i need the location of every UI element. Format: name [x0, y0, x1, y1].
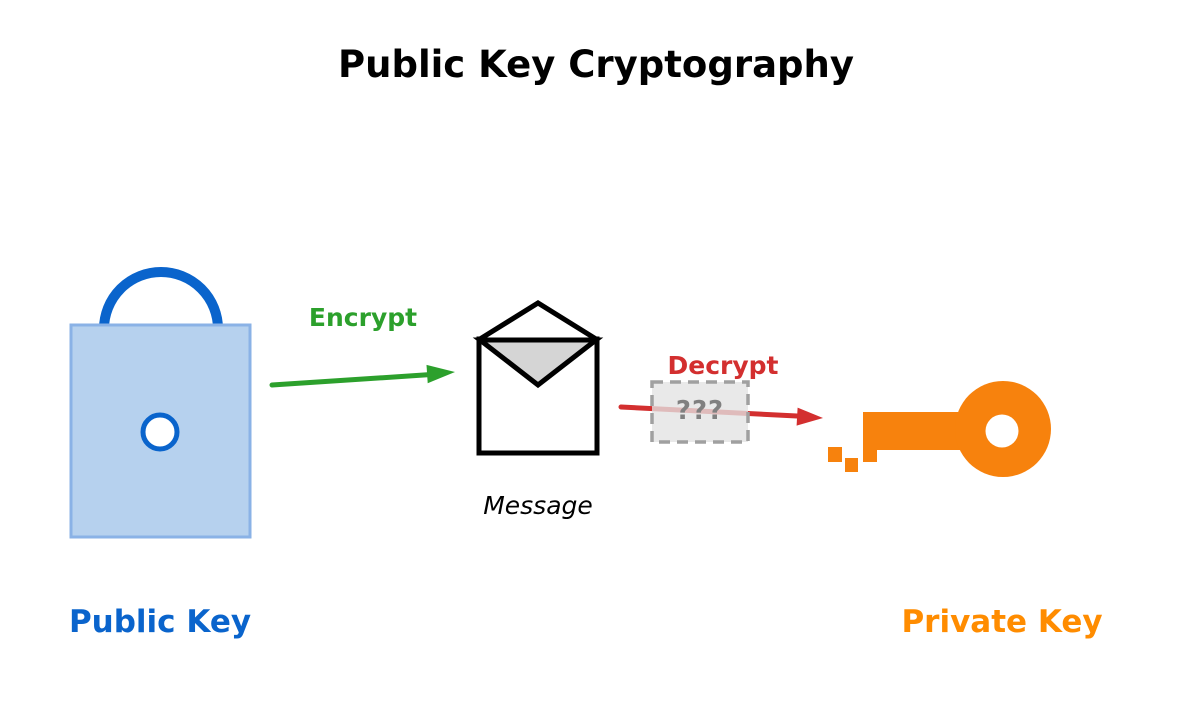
- key-tooth-b: [845, 458, 858, 472]
- private-key-label: Private Key: [901, 604, 1103, 640]
- key-left-tooth: [863, 412, 877, 462]
- padlock-icon: [69, 267, 252, 539]
- envelope-icon: [472, 300, 604, 456]
- padlock-keyhole: [140, 412, 180, 452]
- envelope-flap: [472, 337, 604, 389]
- ciphertext-box: [650, 380, 750, 444]
- key-shaft: [863, 412, 973, 450]
- key-tooth-a: [828, 447, 842, 462]
- public-key-label: Public Key: [68, 604, 252, 640]
- decrypt-label: Decrypt: [667, 351, 779, 380]
- key-bow-hole: [985, 414, 1019, 448]
- padlock-shackle-icon: [99, 267, 223, 330]
- envelope-top-fold: [478, 300, 598, 342]
- page-title: Public Key Cryptography: [338, 43, 854, 86]
- encrypt-arrow: [269, 364, 455, 388]
- ciphertext-label: ???: [675, 396, 725, 426]
- key-icon: [828, 381, 1051, 477]
- message-label: Message: [483, 491, 593, 520]
- encrypt-label: Encrypt: [308, 303, 418, 332]
